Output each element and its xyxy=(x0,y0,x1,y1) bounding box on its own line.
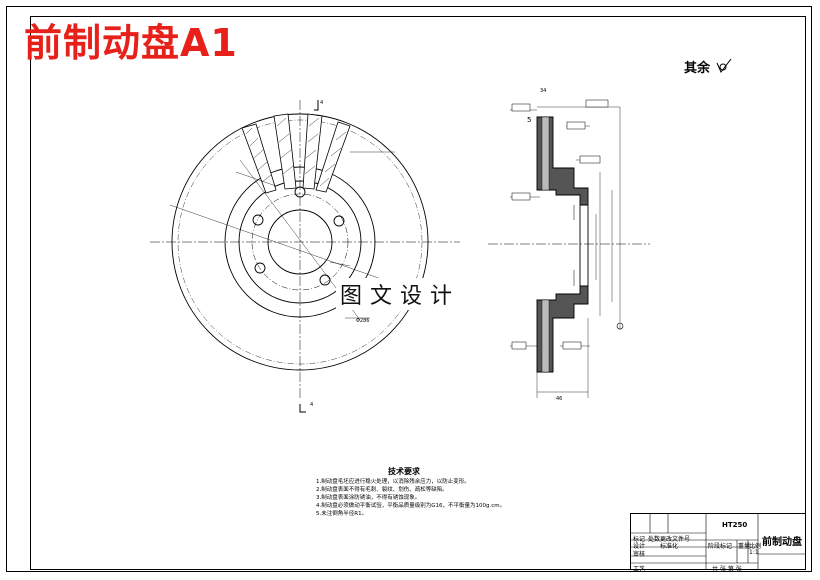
outer-border xyxy=(6,6,812,572)
tb-cell: 重量 xyxy=(738,543,751,550)
watermark-text: 图文设计 xyxy=(336,278,465,310)
tech-line: 2.制动盘表面不得有毛刺、裂纹、划伤、疏松等缺陷。 xyxy=(316,487,448,493)
roughness-label: 其余 xyxy=(684,61,711,76)
section-dim-top: 34 xyxy=(540,88,546,94)
tb-cell: 阶段标记 xyxy=(708,543,733,550)
section-label-bottom: 4 xyxy=(310,402,313,408)
section-view xyxy=(488,99,650,398)
vent-slots xyxy=(241,113,351,194)
tech-requirements-title: 技术要求 xyxy=(388,467,420,476)
tech-line: 3.制动盘表面涂防锈油，不得有锈蚀现象。 xyxy=(316,495,421,501)
drawing-title: 前制动盘A1 xyxy=(24,21,238,65)
roughness-note: 其余 xyxy=(684,56,735,76)
tb-cell: 审核 xyxy=(633,551,646,558)
tb-cell: 标记 xyxy=(633,536,646,543)
section-dim-bottom: 46 xyxy=(556,396,562,402)
tech-line: 4.制动盘必须做动平衡试验，平衡品质量级别为G16，不平衡量为100g.cm。 xyxy=(316,503,506,509)
section-dim-5: 5 xyxy=(527,116,531,124)
tech-line: 1.制动盘毛坯应进行稳火处理，以消除残余应力，以防止变形。 xyxy=(316,479,470,485)
section-label-top: 4 xyxy=(320,100,323,106)
tech-requirements: 1.制动盘毛坯应进行稳火处理，以消除残余应力，以防止变形。 2.制动盘表面不得有… xyxy=(316,478,505,518)
title-block xyxy=(630,513,806,570)
bolt-hole xyxy=(252,214,264,226)
front-view xyxy=(150,100,460,413)
tb-scale: 1:1 xyxy=(749,549,759,556)
bolt-hole xyxy=(254,262,266,274)
bolt-hole xyxy=(333,215,345,227)
title-block-material: HT250 xyxy=(722,521,748,529)
tb-cell: 工艺 xyxy=(633,566,646,573)
tb-cell: 设计 xyxy=(633,543,646,550)
tb-cell: 处数 xyxy=(648,536,661,543)
front-dim-diam: Φ286 xyxy=(356,318,369,324)
title-block-part-name: 前制动盘 xyxy=(762,537,802,548)
tb-cell: 共 张 第 张 xyxy=(712,566,742,573)
roughness-symbol-icon xyxy=(716,58,731,73)
tech-line: 5.未注倒角半径R1。 xyxy=(316,511,368,517)
tb-cell: 比例 xyxy=(749,543,762,550)
drawing-border xyxy=(30,16,806,570)
tb-cell: 更改文件号 xyxy=(660,536,691,543)
tb-cell: 标准化 xyxy=(660,543,679,550)
